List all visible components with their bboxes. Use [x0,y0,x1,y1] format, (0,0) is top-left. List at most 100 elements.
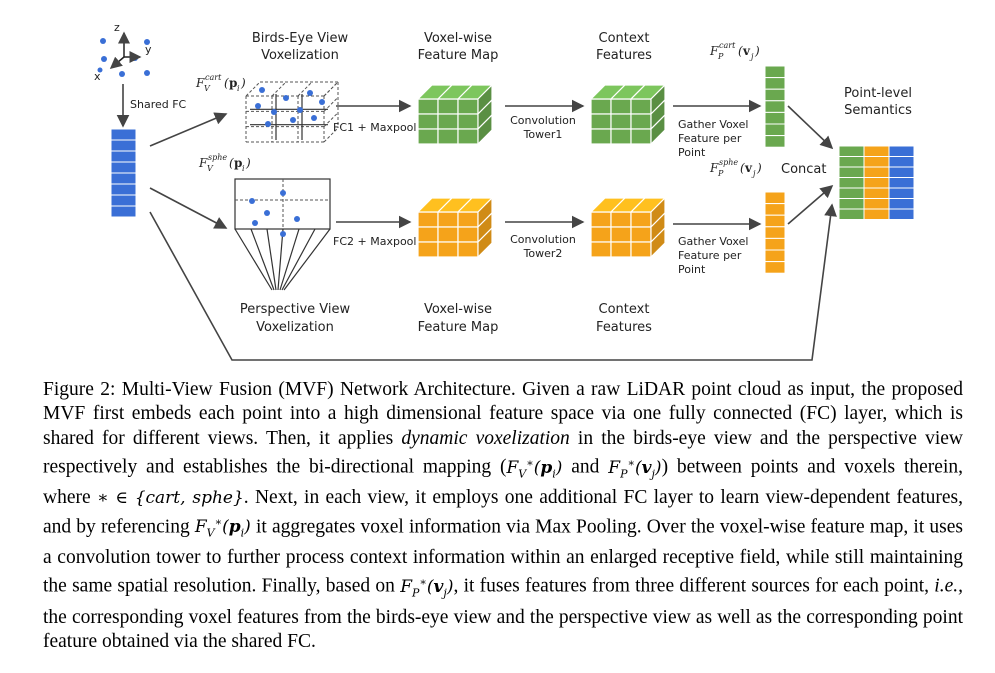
point [271,109,277,115]
svg-text:(: ( [740,161,745,175]
voxel-map-pv-cell [417,211,439,228]
axis-z-label: z [114,21,120,34]
context-pv-cell [610,211,632,228]
svg-text:v: v [742,44,751,58]
feature-cell [110,194,137,207]
feature-cell [110,139,137,152]
caption-text-3: and [562,456,609,478]
semantics-green-cell [838,177,865,189]
semantics-green-cell [838,145,865,157]
axis-y-label: y [145,43,152,56]
semantics-blue-cell [888,166,915,178]
voxel-map-pv-cell [437,226,459,243]
fc1-label: FC1 + Maxpool [333,121,416,134]
gather1-label-1: Gather Voxel [678,118,748,131]
voxel-feature-map-pv [416,196,494,259]
context-bev-cell [630,98,652,115]
semantics-blue-cell [888,187,915,199]
point-feature-column [110,128,137,218]
point [265,121,271,127]
voxel-map-pv-cell [457,241,479,258]
pv-point-feature-cell [764,191,786,205]
voxel-map-bev-cell [437,113,459,130]
svg-text:cart: cart [719,41,736,50]
bev-point-feature-cell [764,135,786,148]
context-bev-cell [610,113,632,130]
semantics-blue-cell [888,145,915,157]
context-bev-cell [590,113,612,130]
svg-text:j: j [749,52,754,61]
svg-text:v: v [744,161,753,175]
voxel-map-bev-cell [457,128,479,145]
feature-cell [110,205,137,218]
point [297,107,303,113]
svg-text:): ) [240,76,246,90]
feature-cell [110,150,137,163]
context-top-title-2: Features [596,48,652,63]
svg-text:(: ( [224,76,229,90]
arrow-to-pv [149,187,228,229]
bev-point-feature-cell [764,65,786,79]
semantics-blue-cell [888,156,915,168]
caption-text-2: in the birds-eye view and the perspectiv… [43,427,963,478]
context-bottom-title-1: Context [599,302,650,317]
math-f-v-star-p-i-2: FV∗(pi) [194,515,251,540]
xyz-axes-icon: z y x [94,21,152,83]
arrow-to-bev [149,112,228,147]
svg-text:): ) [245,156,251,170]
svg-text:F: F [198,156,208,170]
semantics-blue-cell [888,208,915,220]
f-p-sphe-label: F P sphe ( v j ) [709,158,762,178]
gather2-label-1: Gather Voxel [678,235,748,248]
voxel-map-bev-cell [457,98,479,115]
svg-text:V: V [204,84,211,93]
voxel-map-bev-cell [417,113,439,130]
caption-emph-dynamic-voxelization: dynamic voxelization [401,427,570,449]
feature-cell [110,161,137,174]
voxel-map-pv-cell [457,226,479,243]
semantics-orange-cell [863,198,890,210]
semantics-orange-cell [863,187,890,199]
axis-x-label: x [94,70,101,83]
svg-text:P: P [717,169,724,178]
concat-arrow-bottom [787,184,834,225]
pv-point-feature-cell [764,261,786,274]
math-star-set: ∗ ∈ {cart, sphe} [96,488,244,509]
semantics-orange-cell [863,156,890,168]
semantics-orange-cell [863,177,890,189]
caption-text-6: it aggregates voxel information via Max … [43,516,963,597]
caption-text-5: . Next, in each view, it employs one add… [43,487,963,538]
svg-text:P: P [717,52,724,61]
semantics-orange-cell [863,208,890,220]
point [290,117,296,123]
context-bev-cell [630,128,652,145]
concat-label: Concat [781,162,826,177]
concat-arrow-top [787,105,834,150]
context-pv-cell [630,241,652,258]
context-top-title-1: Context [599,31,650,46]
voxel-map-bev-cell [437,98,459,115]
diagram-canvas: z y x Shared FC Birds-Eye View Voxelizat… [94,21,915,361]
bev-point-feature-cell [764,100,786,113]
pv-point-features [764,191,786,274]
context-pv-cell [610,241,632,258]
context-bev-side-face [650,113,666,146]
svg-text:sphe: sphe [208,153,227,162]
svg-text:F: F [709,161,719,175]
bev-point-feature-cell [764,111,786,125]
context-pv-cell [630,211,652,228]
conv-tower1-label-2: Tower1 [523,128,563,141]
gather1-label-2: Feature per [678,132,742,145]
voxel-map-bev-cell [437,128,459,145]
voxel-map-bev-cell [417,98,439,115]
svg-text:F: F [709,44,719,58]
math-f-p-star-v-j-2: FP∗(vj) [400,575,454,600]
voxel-map-pv-cell [417,226,439,243]
gather2-label-3: Point [678,263,706,276]
shared-fc-label: Shared FC [130,98,187,111]
caption-text-1: Figure 2: Multi-View Fusion (MVF) Networ… [43,379,963,449]
context-pv-side-face [650,226,666,259]
feature-cell [110,183,137,196]
context-features-pv [589,196,667,259]
context-pv-cell [590,241,612,258]
